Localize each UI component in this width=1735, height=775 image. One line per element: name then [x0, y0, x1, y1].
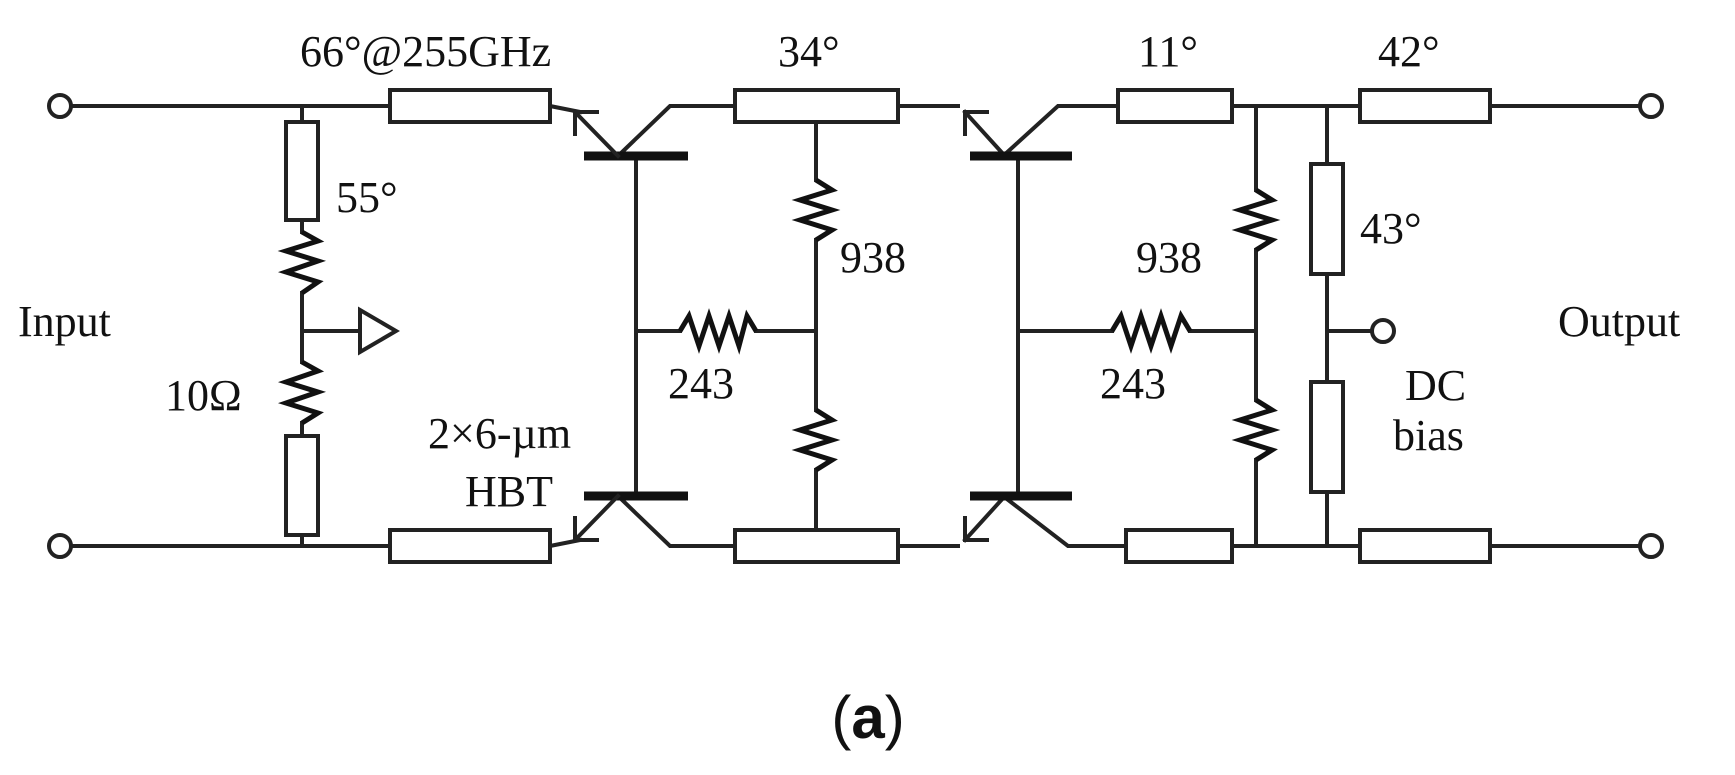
hbt-stage-1	[572, 109, 688, 543]
labels: 66°@255GHz 34° 11° 42° 55° 43° 10Ω 938 9…	[18, 27, 1680, 516]
emitter-arrow-top-1	[573, 110, 599, 136]
emitter-arrow-top-2	[963, 110, 989, 136]
tline-out1-top	[1116, 88, 1234, 124]
label-hbt-size: 2×6-µm	[428, 409, 571, 458]
wires	[68, 103, 1642, 549]
ground-symbol	[358, 306, 400, 356]
emitter-arrow-bottom-1	[573, 516, 599, 542]
label-tline-input: 66°@255GHz	[300, 27, 551, 76]
caption-letter: a	[851, 684, 885, 751]
tline-out2-top	[1358, 88, 1492, 124]
label-res-cross-2: 243	[1100, 359, 1166, 408]
output-terminal-top	[1638, 93, 1664, 119]
label-input: Input	[18, 297, 111, 346]
label-dc: DC	[1405, 361, 1466, 410]
tline-input-top	[388, 88, 552, 124]
tline-inter-bottom	[733, 528, 900, 564]
tline-inter-top	[733, 88, 900, 124]
label-res-feedback-2: 938	[1136, 233, 1202, 282]
caption-close-paren: )	[885, 684, 905, 751]
label-tline-out2: 42°	[1378, 27, 1440, 76]
svg-text:(a): (a)	[831, 684, 904, 751]
label-stub-input: 55°	[336, 173, 398, 222]
resistor-stage2-feedback-top	[1231, 187, 1281, 253]
resistor-stage1-cross	[677, 308, 759, 355]
transmission-lines	[284, 88, 1492, 564]
stub-input-bottom	[284, 434, 320, 537]
resistors	[277, 177, 1281, 473]
tline-out1-bottom	[1124, 528, 1234, 564]
label-tline-inter: 34°	[778, 27, 840, 76]
dc-bias-terminal	[1370, 318, 1396, 344]
label-bias: bias	[1393, 411, 1464, 460]
figure-caption: (a)	[831, 684, 904, 751]
terminals	[47, 93, 1664, 559]
output-terminal-bottom	[1638, 533, 1664, 559]
resistor-stage2-cross	[1109, 308, 1193, 354]
resistor-input-bottom	[277, 359, 327, 426]
resistor-input-top	[277, 229, 327, 296]
tline-out2-bottom	[1358, 528, 1492, 564]
resistor-stage2-feedback-bottom	[1231, 397, 1281, 463]
stub-input-top	[284, 120, 320, 222]
input-terminal-top	[47, 93, 73, 119]
stub-output-bottom	[1309, 380, 1345, 494]
caption-open-paren: (	[831, 684, 851, 751]
label-res-input: 10Ω	[165, 371, 242, 420]
tline-input-bottom	[388, 528, 552, 564]
input-terminal-bottom	[47, 533, 73, 559]
emitter-arrow-bottom-2	[963, 516, 989, 542]
label-output: Output	[1558, 297, 1680, 346]
label-hbt: HBT	[465, 467, 553, 516]
label-res-feedback-1: 938	[840, 233, 906, 282]
hbt-stage-2	[963, 110, 1072, 542]
label-stub-output: 43°	[1360, 204, 1422, 253]
resistor-stage1-feedback-bottom	[791, 407, 841, 473]
stub-output-top	[1309, 162, 1345, 276]
label-res-cross-1: 243	[668, 359, 734, 408]
resistor-stage1-feedback-top	[791, 177, 841, 243]
label-tline-out1: 11°	[1138, 27, 1198, 76]
